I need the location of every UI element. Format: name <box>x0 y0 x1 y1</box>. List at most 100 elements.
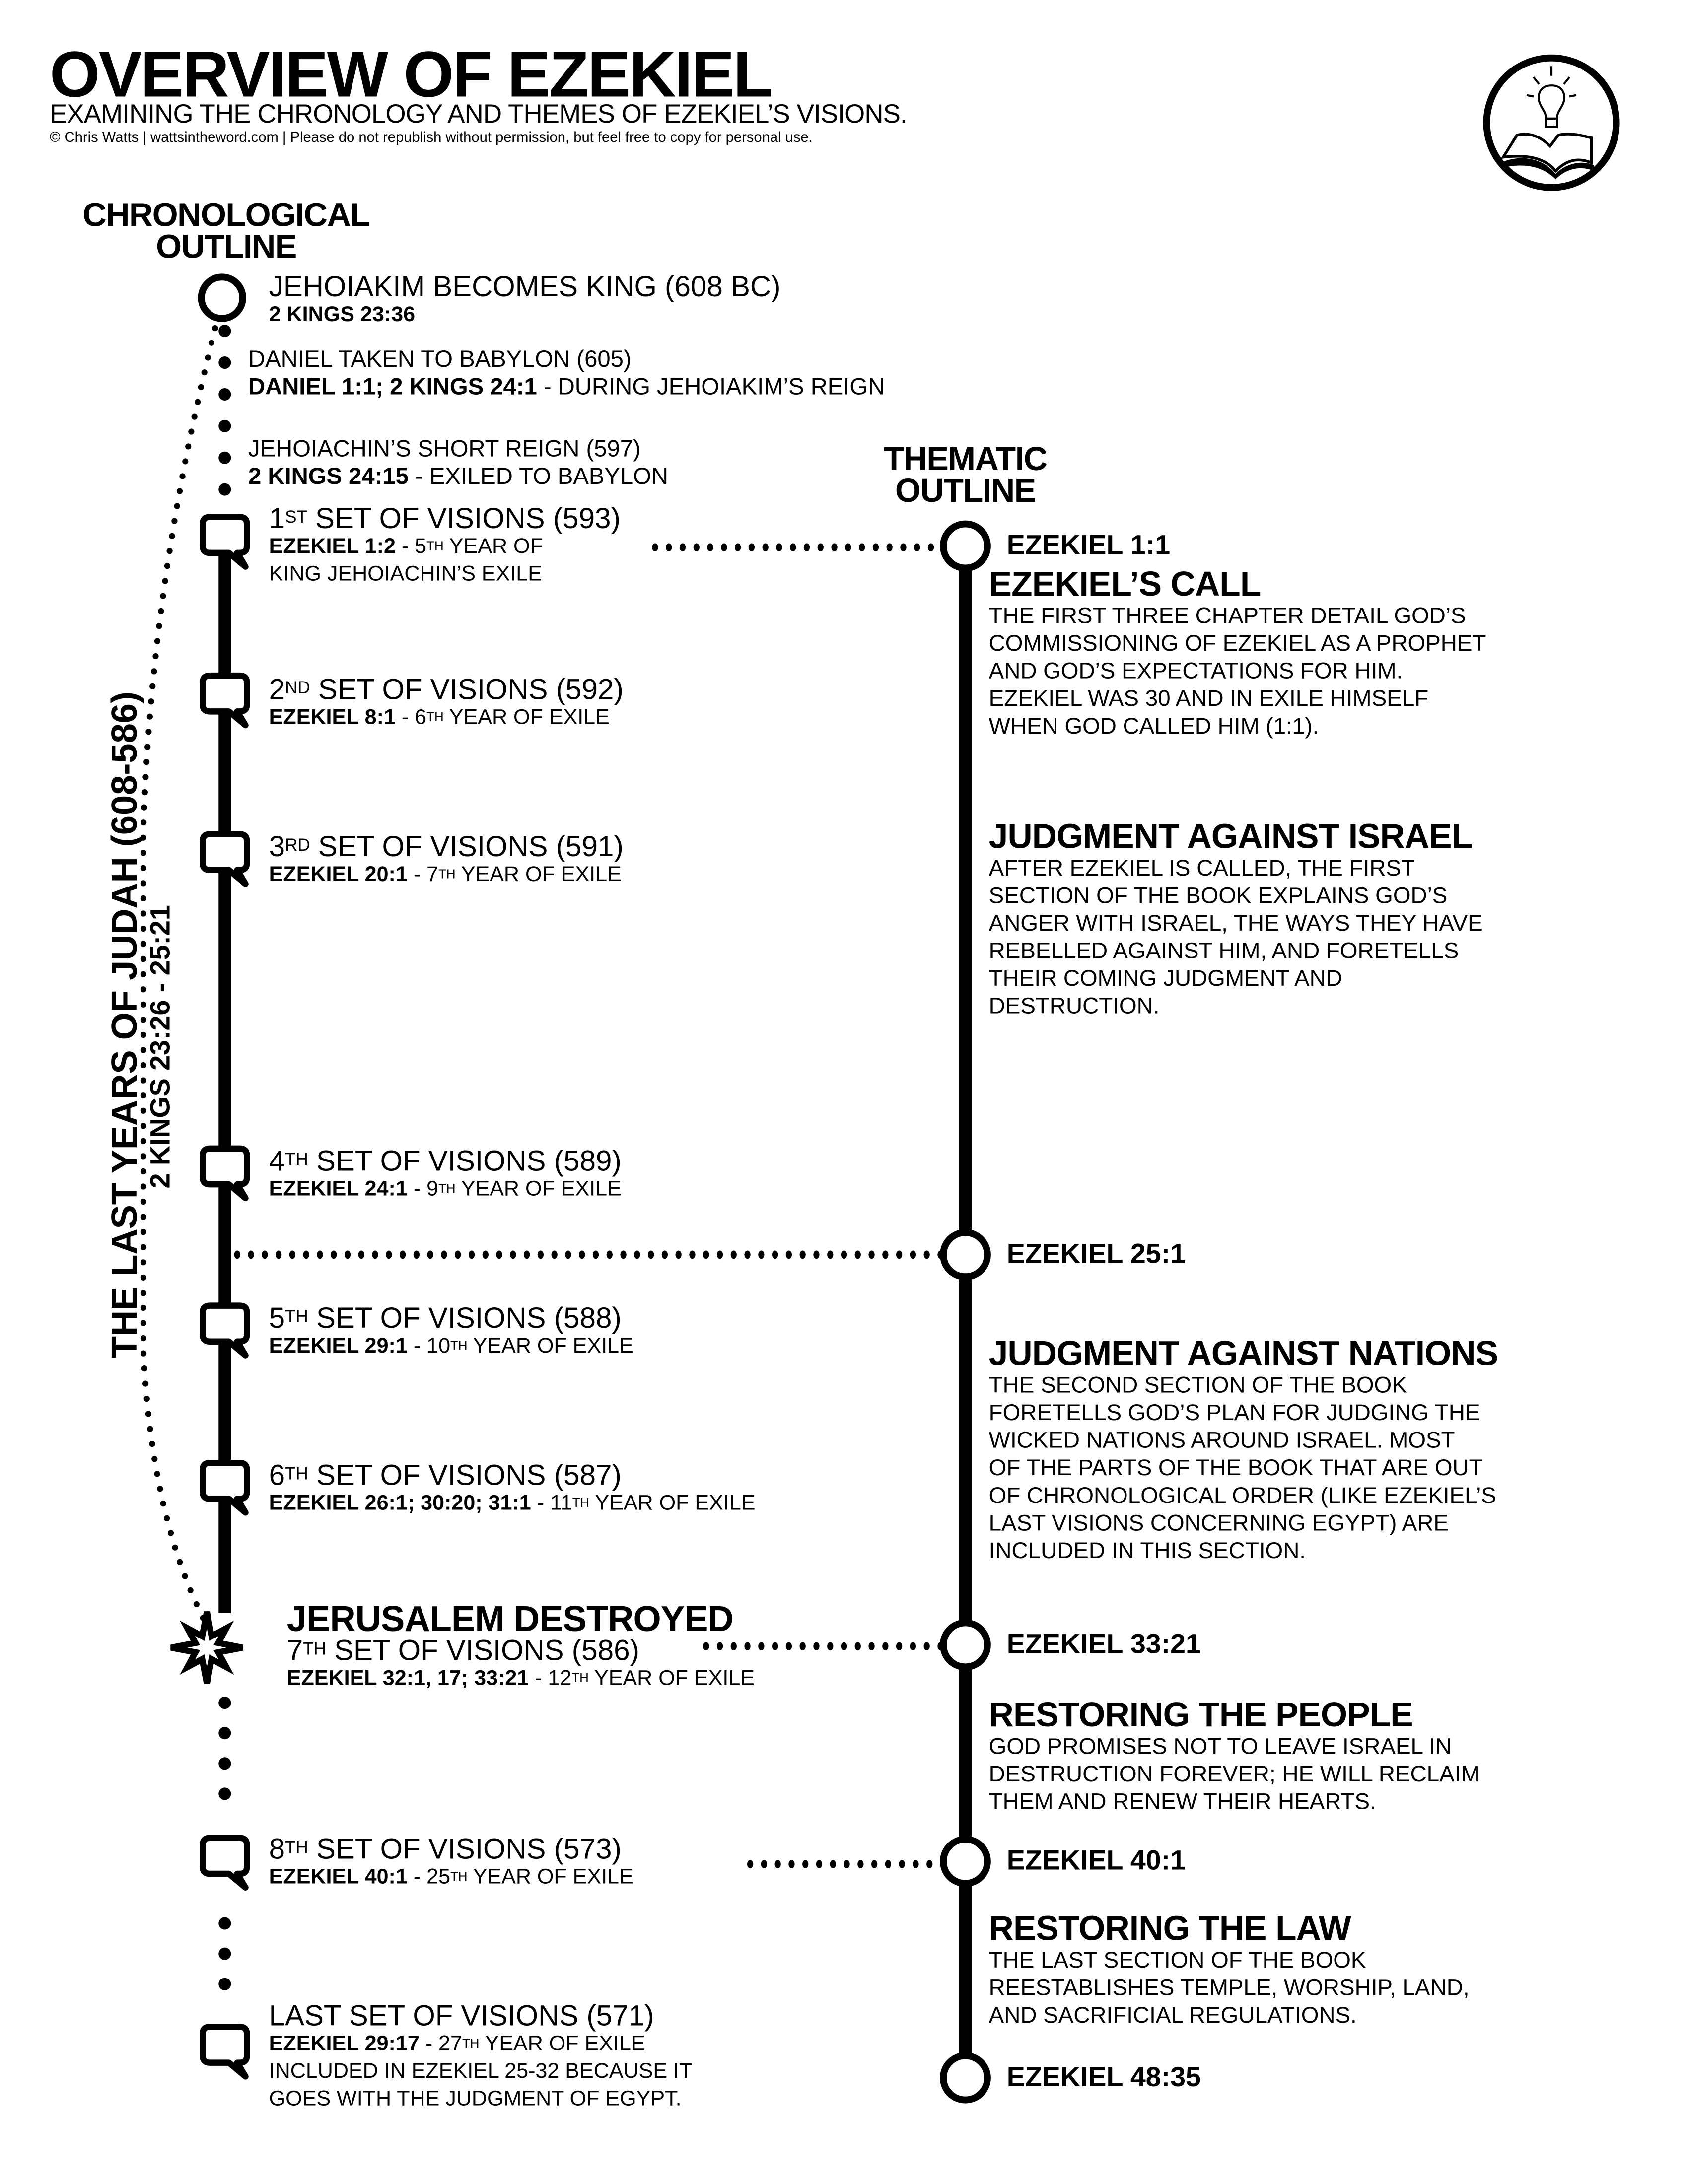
heading-line: THEMATIC <box>884 441 1048 478</box>
body-line: WICKED NATIONS AROUND ISRAEL. MOST <box>988 1428 1455 1453</box>
connector-dotted-line <box>652 543 948 552</box>
body-line: EZEKIEL WAS 30 AND IN EXILE HIMSELF <box>988 686 1429 712</box>
speech-bubble-icon <box>200 2024 250 2080</box>
text-segment: - 11 <box>531 1492 572 1515</box>
event-detail: 2 KINGS 23:36 <box>269 302 781 330</box>
event-title: 4TH SET OF VISIONS (589) <box>269 1147 622 1176</box>
body-line: OF CHRONOLOGICAL ORDER (LIKE EZEKIEL’S <box>988 1483 1496 1508</box>
event-title: JEHOIAKIM BECOMES KING (608 BC) <box>269 273 781 302</box>
text-segment: - 10 <box>407 1334 451 1359</box>
body-line: AND SACRIFICIAL REGULATIONS. <box>988 2003 1357 2029</box>
chronology-event: 4TH SET OF VISIONS (589)EZEKIEL 24:1 - 9… <box>269 1147 622 1204</box>
text-segment: INCLUDED IN EZEKIEL 25-32 BECAUSE IT <box>269 2060 693 2084</box>
text-segment: 3 <box>269 831 285 863</box>
event-title: LAST SET OF VISIONS (571) <box>269 2002 693 2031</box>
text-segment: YEAR OF EXILE <box>455 1177 622 1201</box>
body-line: OF THE PARTS OF THE BOOK THAT ARE OUT <box>988 1456 1483 1481</box>
explosion-burst-icon <box>170 1611 244 1684</box>
event-title: 2ND SET OF VISIONS (592) <box>269 676 624 704</box>
ordinal-suffix: TH <box>571 1671 589 1685</box>
timeline-start-circle-icon <box>198 273 246 322</box>
ordinal-suffix: TH <box>426 539 444 553</box>
scripture-reference: JERUSALEM DESTROYED <box>286 1598 734 1639</box>
heading-line: CHRONOLOGICAL <box>82 197 370 235</box>
speech-bubble-icon <box>200 1302 250 1359</box>
body-line: SECTION OF THE BOOK EXPLAINS GOD’S <box>988 884 1448 909</box>
section-title: RESTORING THE PEOPLE <box>988 1696 1413 1735</box>
event-title: JERUSALEM DESTROYED <box>287 1601 755 1637</box>
chronology-event: 8TH SET OF VISIONS (573)EZEKIEL 40:1 - 2… <box>269 1835 633 1892</box>
ordinal-suffix: TH <box>462 2036 480 2050</box>
text-segment: SET OF VISIONS (589) <box>308 1146 622 1178</box>
text-segment: 5 <box>269 1303 285 1335</box>
dotted-timeline-segment <box>218 325 231 496</box>
event-detail: EZEKIEL 32:1, 17; 33:21 - 12TH YEAR OF E… <box>287 1666 755 1694</box>
ordinal-suffix: TH <box>450 1869 468 1884</box>
dotted-timeline-segment <box>218 1697 231 1800</box>
event-title: 6TH SET OF VISIONS (587) <box>269 1461 756 1490</box>
text-segment: SET OF VISIONS (586) <box>326 1635 639 1667</box>
event-title: 1ST SET OF VISIONS (593) <box>269 505 621 534</box>
chronology-event: 1ST SET OF VISIONS (593)EZEKIEL 1:2 - 5T… <box>269 505 621 589</box>
body-line: INCLUDED IN THIS SECTION. <box>988 1539 1306 1564</box>
body-line: AFTER EZEKIEL IS CALLED, THE FIRST <box>988 856 1415 882</box>
chronology-event: 3RD SET OF VISIONS (591)EZEKIEL 20:1 - 7… <box>269 833 624 889</box>
thematic-marker-label: EZEKIEL 33:21 <box>1006 1630 1201 1660</box>
text-segment: LAST SET OF VISIONS (571) <box>269 2000 654 2033</box>
ordinal-suffix: ND <box>285 678 310 698</box>
body-line: REBELLED AGAINST HIM, AND FORETELLS <box>988 939 1459 964</box>
section-title: EZEKIEL’S CALL <box>988 565 1262 604</box>
event-detail: INCLUDED IN EZEKIEL 25-32 BECAUSE IT <box>269 2058 693 2086</box>
ordinal-suffix: ST <box>285 507 307 527</box>
text-segment: 7 <box>286 1635 303 1667</box>
scripture-reference: EZEKIEL 8:1 <box>269 706 396 730</box>
event-detail: EZEKIEL 8:1 - 6TH YEAR OF EXILE <box>269 704 624 732</box>
timeline-marker-circle-icon <box>940 1836 991 1887</box>
connector-dotted-line <box>234 1250 944 1259</box>
text-segment: SET OF VISIONS (591) <box>310 831 624 863</box>
body-line: THE FIRST THREE CHAPTER DETAIL GOD’S <box>988 604 1466 629</box>
chronology-event: 2ND SET OF VISIONS (592)EZEKIEL 8:1 - 6T… <box>269 676 624 732</box>
text-segment: - 9 <box>407 1177 439 1201</box>
bracket-dotted-curve <box>140 325 218 1621</box>
timeline-marker-circle-icon <box>940 1619 991 1671</box>
speech-bubble-icon <box>200 1835 250 1891</box>
ordinal-suffix: TH <box>285 1464 308 1484</box>
ordinal-suffix: TH <box>572 1496 590 1510</box>
lightbulb-over-open-book-icon <box>1483 54 1620 191</box>
text-segment: SET OF VISIONS (593) <box>307 503 621 535</box>
ordinal-suffix: TH <box>450 1339 468 1353</box>
thematic-marker-label: EZEKIEL 48:35 <box>1006 2062 1201 2093</box>
body-line: FORETELLS GOD’S PLAN FOR JUDGING THE <box>988 1401 1480 1426</box>
page-title: OVERVIEW OF EZEKIEL <box>50 37 773 111</box>
section-title: RESTORING THE LAW <box>988 1910 1351 1949</box>
thematic-marker-label: EZEKIEL 1:1 <box>1006 531 1171 561</box>
ordinal-suffix: RD <box>285 835 310 855</box>
text-segment: SET OF VISIONS (588) <box>308 1303 622 1335</box>
body-line: DESTRUCTION FOREVER; HE WILL RECLAIM <box>988 1762 1480 1787</box>
text-segment: KING JEHOIACHIN’S EXILE <box>269 562 542 586</box>
dotted-timeline-segment <box>218 1917 231 1990</box>
text-segment: - 25 <box>407 1865 451 1889</box>
event-detail: 7TH SET OF VISIONS (586) <box>287 1637 755 1665</box>
copyright-notice: © Chris Watts | wattsintheword.com | Ple… <box>50 130 813 146</box>
text-segment: - 5 <box>395 535 427 559</box>
speech-bubble-icon <box>200 1145 250 1202</box>
body-line: ANGER WITH ISRAEL, THE WAYS THEY HAVE <box>988 911 1483 937</box>
text-segment: YEAR OF EXILE <box>467 1865 633 1889</box>
event-detail: EZEKIEL 1:2 - 5TH YEAR OF <box>269 534 621 561</box>
text-segment: - 6 <box>395 706 427 730</box>
text-segment: 1 <box>269 503 285 535</box>
event-detail: DANIEL 1:1; 2 KINGS 24:1 - DURING JEHOIA… <box>248 374 885 402</box>
speech-bubble-icon <box>200 831 250 887</box>
bracket-label: THE LAST YEARS OF JUDAH (608-586) <box>103 691 145 1359</box>
event-title: 8TH SET OF VISIONS (573) <box>269 1835 633 1864</box>
page-subtitle: EXAMINING THE CHRONOLOGY AND THEMES OF E… <box>50 100 908 130</box>
body-line: REESTABLISHES TEMPLE, WORSHIP, LAND, <box>988 1976 1470 2001</box>
ordinal-suffix: TH <box>438 867 456 882</box>
